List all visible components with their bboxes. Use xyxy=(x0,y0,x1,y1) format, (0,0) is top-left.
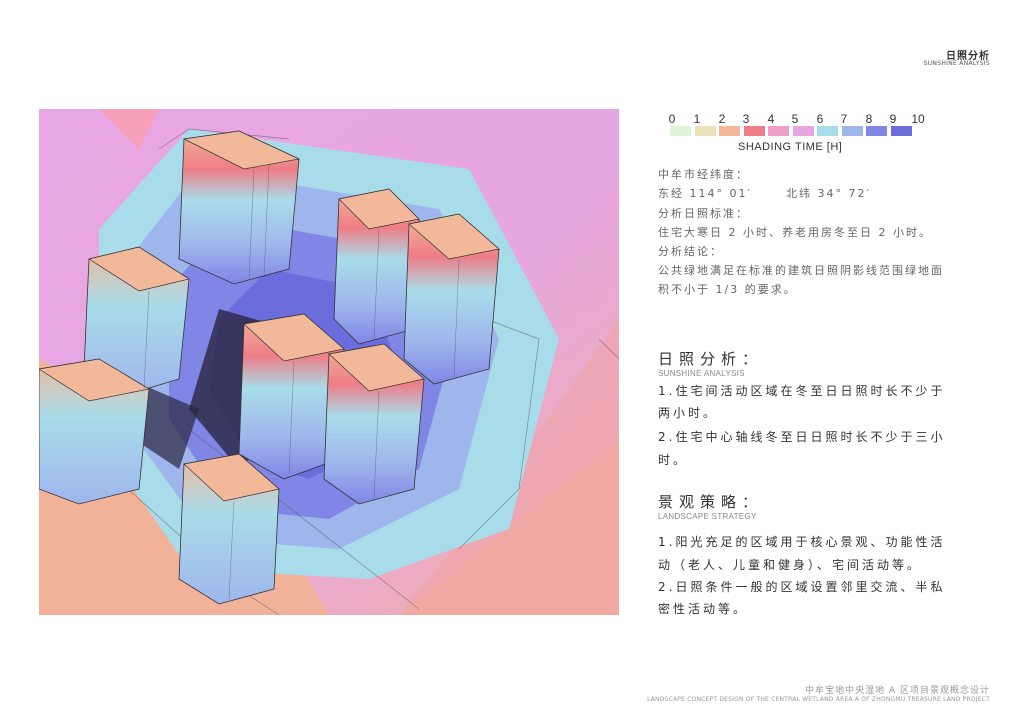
landscape-subtitle: LANDSCAPE STRATEGY xyxy=(658,512,757,521)
info-line: 分析日照标准： xyxy=(658,207,749,220)
legend-caption: SHADING TIME [H] xyxy=(738,141,843,153)
info-line: 分析结论： xyxy=(658,245,723,258)
sunshine-subtitle: SUNSHINE ANALYSIS xyxy=(658,369,745,378)
landscape-title: 景观策略： xyxy=(658,493,764,511)
landscape-text: 密性活动等。 xyxy=(658,602,749,616)
info-latitude: 北纬 34° 72′ xyxy=(786,187,871,200)
legend-swatches xyxy=(668,126,920,138)
sunshine-text: 1.住宅间活动区域在冬至日日照时长不少于 xyxy=(658,384,946,398)
footer-title: 中牟宝地中央湿地 A 区项目景观概念设计 xyxy=(805,686,990,696)
legend-number: 7 xyxy=(840,112,848,126)
header-subtitle: SUNSHINE ANALYSIS xyxy=(923,60,990,67)
legend-swatch xyxy=(866,126,887,136)
legend-number: 0 xyxy=(668,112,676,126)
legend-number: 4 xyxy=(767,112,775,126)
legend-swatch xyxy=(670,126,691,136)
legend-number: 8 xyxy=(865,112,873,126)
legend-numbers: 0 1 2 3 4 5 6 7 8 9 10 xyxy=(668,112,925,126)
legend-swatch xyxy=(719,126,740,136)
info-longitude: 东经 114° 01′ xyxy=(658,187,752,200)
shading-legend: 0 1 2 3 4 5 6 7 8 9 10 SHADING TIME [H] xyxy=(668,112,925,153)
header-title: 日照分析 xyxy=(946,51,990,62)
legend-number: 1 xyxy=(693,112,701,126)
legend-swatch xyxy=(768,126,789,136)
legend-number: 3 xyxy=(742,112,750,126)
sunshine-text: 时。 xyxy=(658,453,689,467)
legend-number: 2 xyxy=(718,112,726,126)
sunshine-text: 两小时。 xyxy=(658,406,719,420)
footer-subtitle: LANDSCAPE CONCEPT DESIGN OF THE CENTRAL … xyxy=(647,696,990,703)
landscape-text: 动（老人、儿童和健身）、宅间活动等。 xyxy=(658,558,923,572)
info-line: 住宅大寒日 2 小时、养老用房冬至日 2 小时。 xyxy=(658,226,932,239)
landscape-text: 2.日照条件一般的区域设置邻里交流、半私 xyxy=(658,580,946,594)
legend-swatch xyxy=(694,126,716,136)
info-line: 积不小于 1/3 的要求。 xyxy=(658,283,797,296)
info-line: 中牟市经纬度： xyxy=(658,168,749,181)
legend-number: 10 xyxy=(911,112,925,126)
legend-swatch xyxy=(743,126,765,136)
sunshine-analysis-image xyxy=(39,109,619,615)
legend-swatch xyxy=(890,126,912,136)
legend-swatch xyxy=(841,126,863,136)
legend-number: 5 xyxy=(791,112,799,126)
landscape-text: 1.阳光充足的区域用于核心景观、功能性活 xyxy=(658,535,946,549)
legend-number: 9 xyxy=(889,112,897,126)
legend-swatch xyxy=(792,126,814,136)
sunshine-title: 日照分析： xyxy=(658,350,764,368)
info-line: 公共绿地满足在标准的建筑日照阴影线范围绿地面 xyxy=(658,264,944,277)
legend-number: 6 xyxy=(816,112,824,126)
sunshine-text: 2.住宅中心轴线冬至日日照时长不少于三小 xyxy=(658,430,946,444)
legend-swatch xyxy=(817,126,838,136)
